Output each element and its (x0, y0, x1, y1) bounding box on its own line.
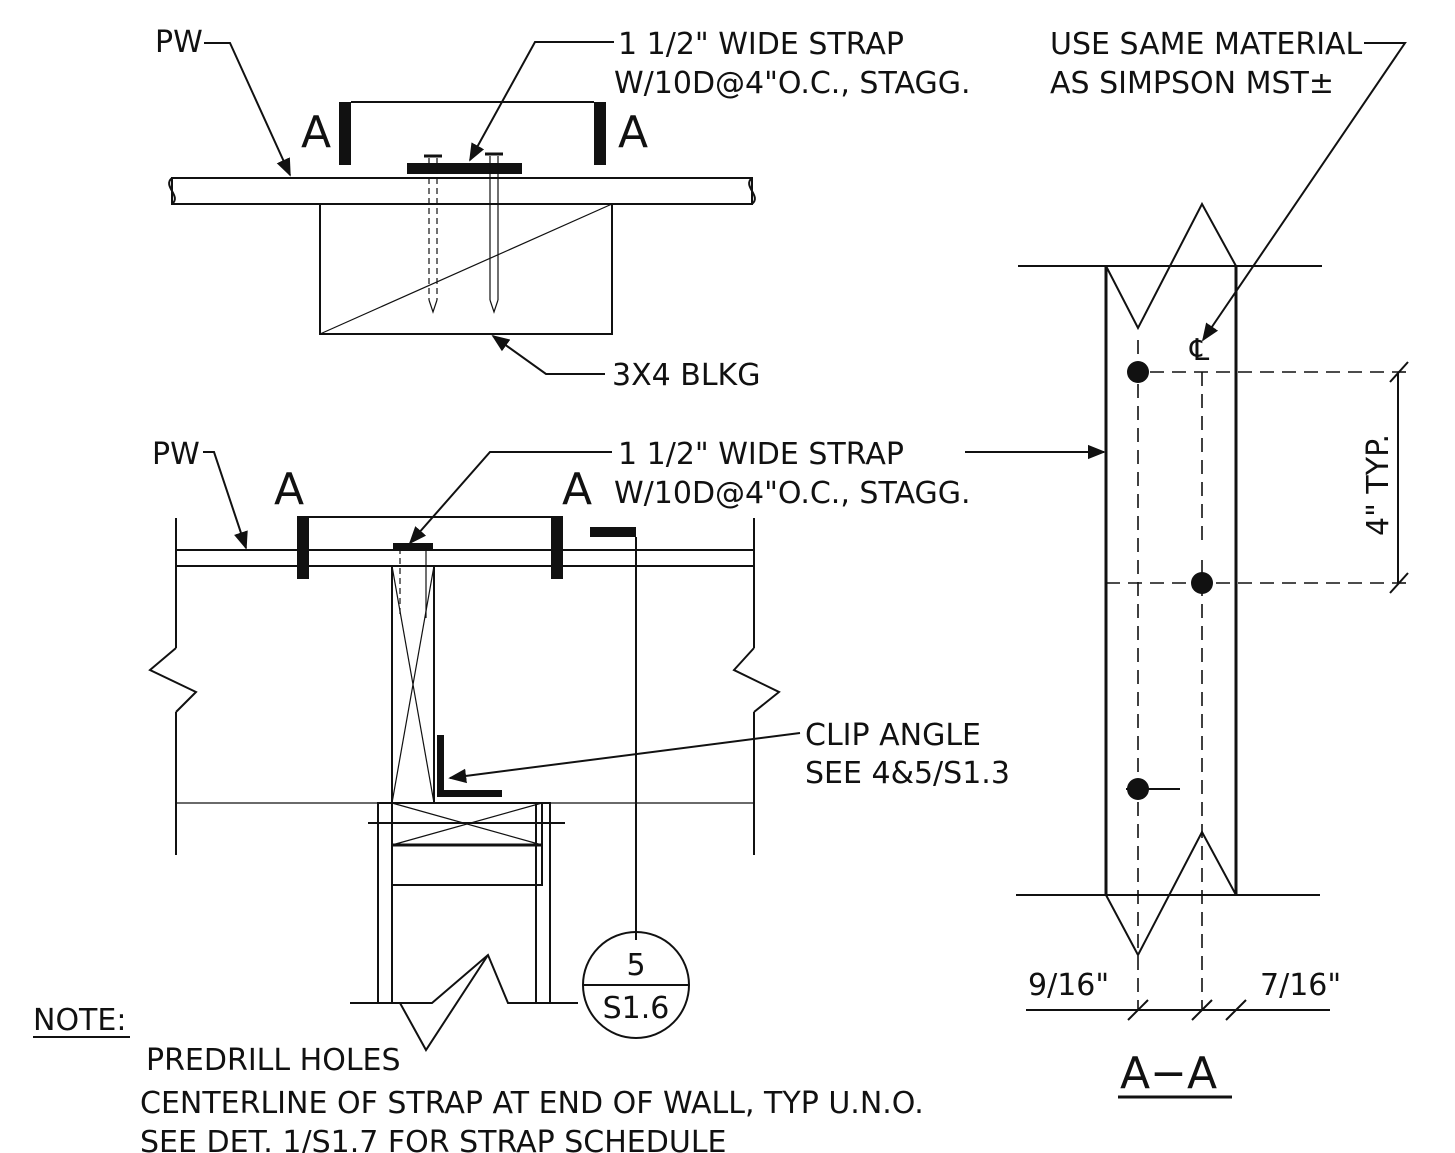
plywood-sheathing (171, 177, 753, 205)
section-cut-bar-right (594, 102, 606, 165)
centerline-symbol: ℄ (1189, 333, 1209, 368)
section-a-a: ℄ 4" TYP. 9/16" 7/16" A−A (1016, 201, 1409, 1099)
strap-label-line2: W/10D@4"O.C., STAGG. (614, 66, 970, 101)
dim-4in-label: 4" TYP. (1361, 434, 1396, 536)
strap-label-line1: 1 1/2" WIDE STRAP (618, 27, 904, 62)
section-title: A−A (1120, 1048, 1217, 1099)
nail-dot-2 (1191, 572, 1213, 594)
blocking-diagonal (319, 203, 613, 335)
plywood-break-left (168, 177, 176, 205)
dim-right-label: 7/16" (1260, 968, 1341, 1003)
elev-cut-bar-left (297, 516, 309, 579)
dim-tick-3 (1225, 999, 1247, 1021)
strap-leader (469, 41, 614, 162)
clip-angle (437, 735, 502, 797)
elev-section-mark-left: A (274, 464, 304, 515)
dim-left-label: 9/16" (1028, 968, 1109, 1003)
elev-pw-leader (203, 451, 248, 550)
elev-strap-line1: 1 1/2" WIDE STRAP (618, 437, 904, 472)
wall-left-break (148, 647, 198, 713)
clip-leader (448, 732, 801, 784)
section-cut-bar-left (339, 102, 351, 165)
strap-elevation (393, 543, 433, 550)
nail-dot-3 (1127, 778, 1149, 800)
nail-dot-1 (1127, 361, 1149, 383)
pw-label: PW (155, 25, 203, 60)
base-break (392, 953, 536, 1004)
elevation-sheathing (175, 549, 755, 567)
elev-strap-leader (408, 451, 612, 545)
note-line-3: SEE DET. 1/S1.7 FOR STRAP SCHEDULE (140, 1125, 727, 1153)
blocking-label: 3X4 BLKG (612, 358, 760, 393)
post-left (377, 802, 393, 1004)
elevation-detail: A A 5 S1.6 PW 1 1/2" WIDE STRAP W/10D@4"… (148, 437, 1106, 1052)
strap-break-bottom (1105, 829, 1237, 958)
dim-tick-1 (1127, 999, 1149, 1021)
elev-pw-label: PW (152, 437, 200, 472)
pw-leader (204, 42, 291, 177)
plywood-break-right (748, 177, 756, 205)
note-line-1: PREDRILL HOLES (146, 1043, 401, 1078)
section-mark-right: A (618, 107, 648, 158)
material-note-line1: USE SAME MATERIAL (1050, 27, 1363, 62)
clip-label-line1: CLIP ANGLE (805, 718, 981, 753)
nail-dashed (424, 154, 442, 314)
detail-ref-sheet: S1.6 (603, 991, 670, 1026)
material-leader (1201, 42, 1407, 342)
wall-right-break (732, 647, 781, 713)
plan-detail: A A PW 1 1/2" WIDE STRAP W/10D@4"O.C., S… (155, 25, 1407, 393)
stud-x2 (391, 565, 435, 804)
clip-label-line2: SEE 4&5/S1.3 (805, 756, 1010, 791)
section-mark-left: A (301, 107, 331, 158)
blocking (319, 203, 613, 335)
elev-section-mark-right: A (562, 464, 592, 515)
material-note-line2: AS SIMPSON MST± (1050, 66, 1334, 101)
detail-ref-tick (590, 527, 636, 537)
dim-4in-tick-bottom (1389, 572, 1409, 594)
note-line-2: CENTERLINE OF STRAP AT END OF WALL, TYP … (140, 1086, 924, 1121)
dim-4in-tick-top (1389, 361, 1409, 383)
elev-strap-line2: W/10D@4"O.C., STAGG. (614, 476, 970, 511)
nail-solid (485, 152, 503, 314)
elev-cut-bar-right (551, 516, 563, 579)
detail-ref-number: 5 (626, 948, 645, 983)
dim-tick-2 (1191, 999, 1213, 1021)
strap-plan (407, 163, 522, 174)
strap-break-top (1105, 201, 1237, 331)
note-heading: NOTE: (33, 1003, 126, 1038)
blocking-leader (491, 334, 605, 375)
note-break (399, 954, 489, 1052)
notes: NOTE: PREDRILL HOLES CENTERLINE OF STRAP… (33, 1003, 924, 1153)
